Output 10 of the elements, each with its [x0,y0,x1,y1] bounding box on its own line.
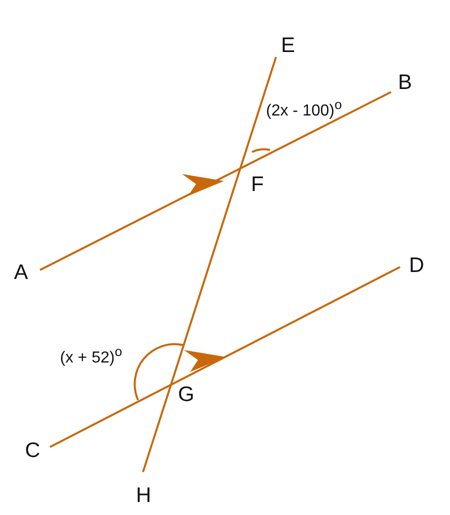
angle-label: (2x - 100)$^{o}$ [266,98,342,120]
point-label: H [136,485,152,506]
point-label: B [398,72,412,93]
angle-label: (x + 52)$^{o}$ [60,345,122,366]
point-label: D [409,255,424,276]
point-label: E [281,35,296,56]
point-label: A [14,262,28,283]
point-label: G [178,384,194,405]
point-label: C [25,440,40,461]
point-label: F [251,174,264,195]
